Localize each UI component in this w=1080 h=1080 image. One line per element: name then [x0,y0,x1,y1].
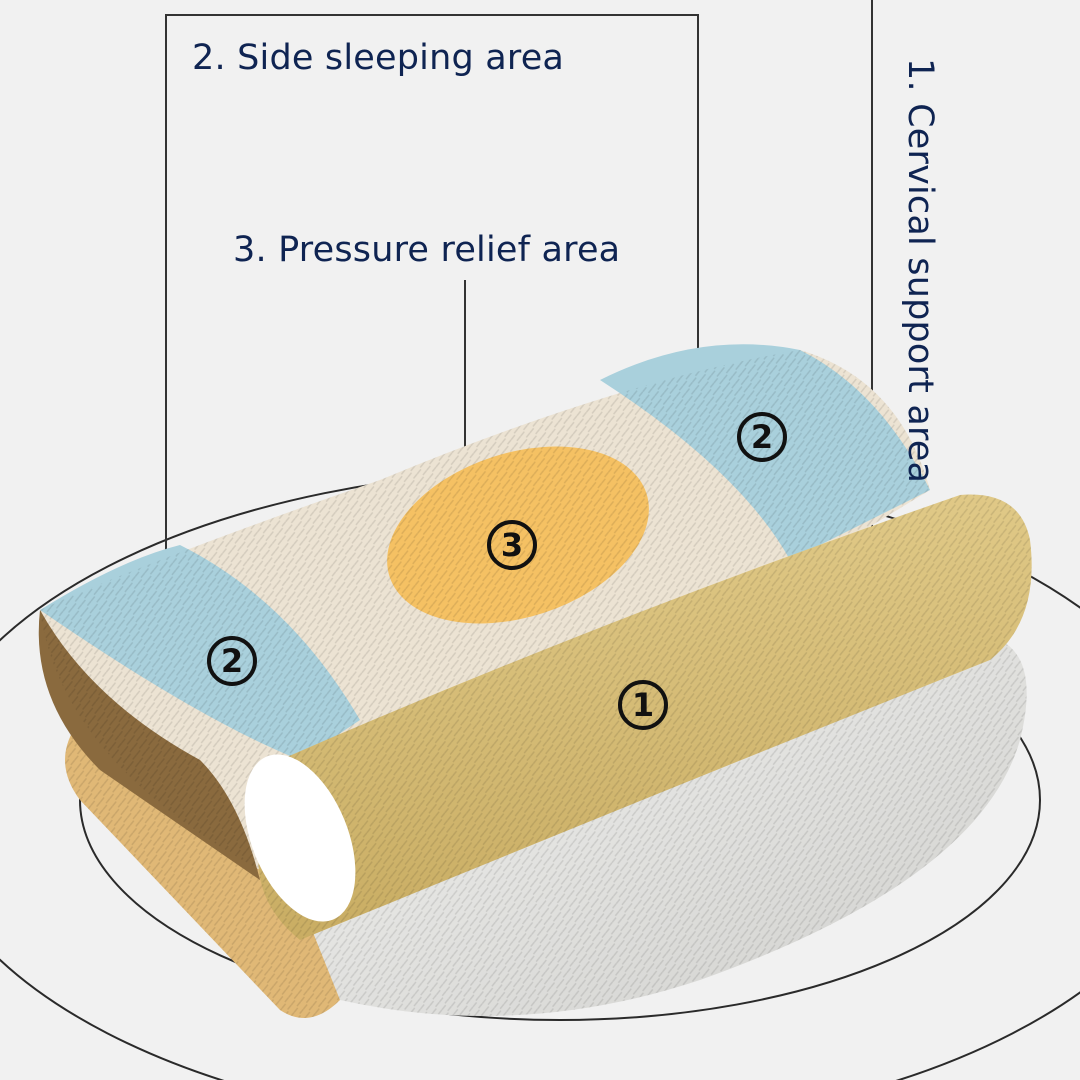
cervical-support-area-label: 1. Cervical support area [900,58,940,484]
zone-marker-1: 1 [618,680,668,730]
zone-marker-2-left: 2 [207,636,257,686]
pressure-relief-area-label: 3. Pressure relief area [233,230,621,270]
zone-marker-2-right: 2 [737,412,787,462]
zone-marker-3: 3 [487,520,537,570]
side-sleeping-area-label: 2. Side sleeping area [192,38,565,78]
